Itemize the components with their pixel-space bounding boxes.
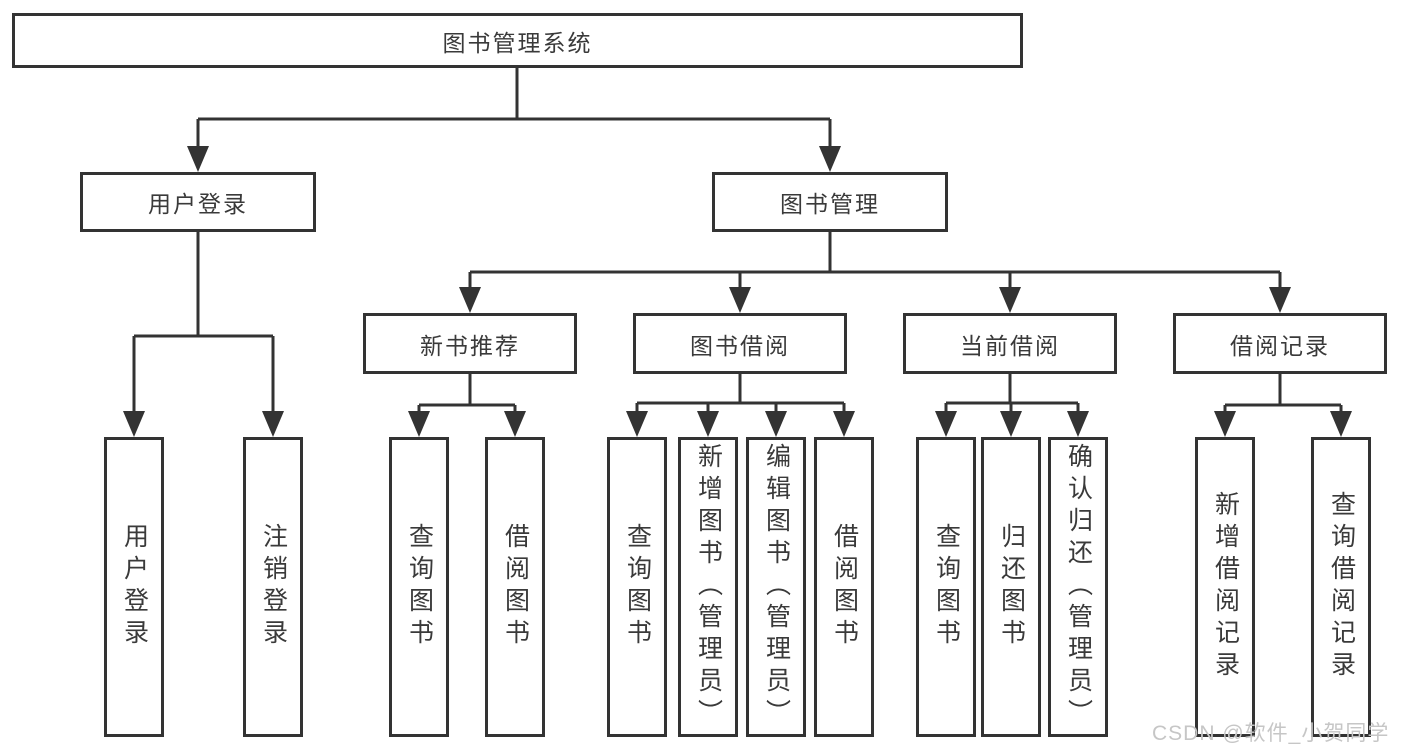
connector-recommend: [417, 374, 517, 411]
leaf-query-borrow-record: 查询借阅记录: [1311, 437, 1371, 737]
node-label: 图书借阅: [690, 332, 790, 359]
node-label: 查询图书: [405, 523, 434, 651]
node-label: 查询图书: [623, 523, 652, 651]
connector-login: [132, 232, 275, 411]
leaf-logout: 注销登录: [243, 437, 303, 737]
leaf-confirm-return-admin: 确认归还（管理员）: [1048, 437, 1108, 737]
connector-current: [944, 374, 1080, 411]
node-current-borrow: 当前借阅: [903, 313, 1117, 374]
node-new-book-recommend: 新书推荐: [363, 313, 577, 374]
csdn-watermark: CSDN @软件_小贺同学: [1152, 722, 1390, 745]
leaf-recommend-query-books: 查询图书: [389, 437, 449, 737]
node-label: 查询借阅记录: [1327, 491, 1356, 683]
node-label: 用户登录: [148, 191, 248, 217]
connector-borrow: [635, 374, 846, 411]
node-label: 图书管理: [780, 191, 880, 217]
node-label: 图书管理系统: [442, 29, 593, 56]
node-label: 新增图书（管理员）: [694, 443, 723, 731]
leaf-user-login: 用户登录: [104, 437, 164, 737]
node-book-management-system: 图书管理系统: [12, 13, 1023, 68]
leaf-add-borrow-record: 新增借阅记录: [1195, 437, 1255, 737]
connector-manage: [468, 232, 1282, 287]
connector-records: [1223, 374, 1343, 411]
node-label: 确认归还（管理员）: [1064, 443, 1093, 731]
node-label: 借阅记录: [1230, 332, 1330, 359]
node-borrow-records: 借阅记录: [1173, 313, 1387, 374]
node-label: 当前借阅: [960, 332, 1060, 359]
leaf-borrow-query-books: 查询图书: [607, 437, 667, 737]
node-label: 用户登录: [120, 523, 149, 651]
node-label: 归还图书: [997, 523, 1026, 651]
node-label: 新书推荐: [420, 332, 520, 359]
connector-root: [196, 68, 832, 146]
leaf-recommend-borrow-books: 借阅图书: [485, 437, 545, 737]
node-user-login: 用户登录: [80, 172, 316, 232]
node-book-management: 图书管理: [712, 172, 948, 232]
node-book-borrow: 图书借阅: [633, 313, 847, 374]
node-label: 借阅图书: [830, 523, 859, 651]
leaf-add-books-admin: 新增图书（管理员）: [678, 437, 738, 737]
node-label: 查询图书: [932, 523, 961, 651]
leaf-borrow-books: 借阅图书: [814, 437, 874, 737]
leaf-current-query-books: 查询图书: [916, 437, 976, 737]
node-label: 编辑图书（管理员）: [762, 443, 791, 731]
leaf-return-books: 归还图书: [981, 437, 1041, 737]
node-label: 注销登录: [259, 523, 288, 651]
node-label: 新增借阅记录: [1211, 491, 1240, 683]
node-label: 借阅图书: [501, 523, 530, 651]
leaf-edit-books-admin: 编辑图书（管理员）: [746, 437, 806, 737]
